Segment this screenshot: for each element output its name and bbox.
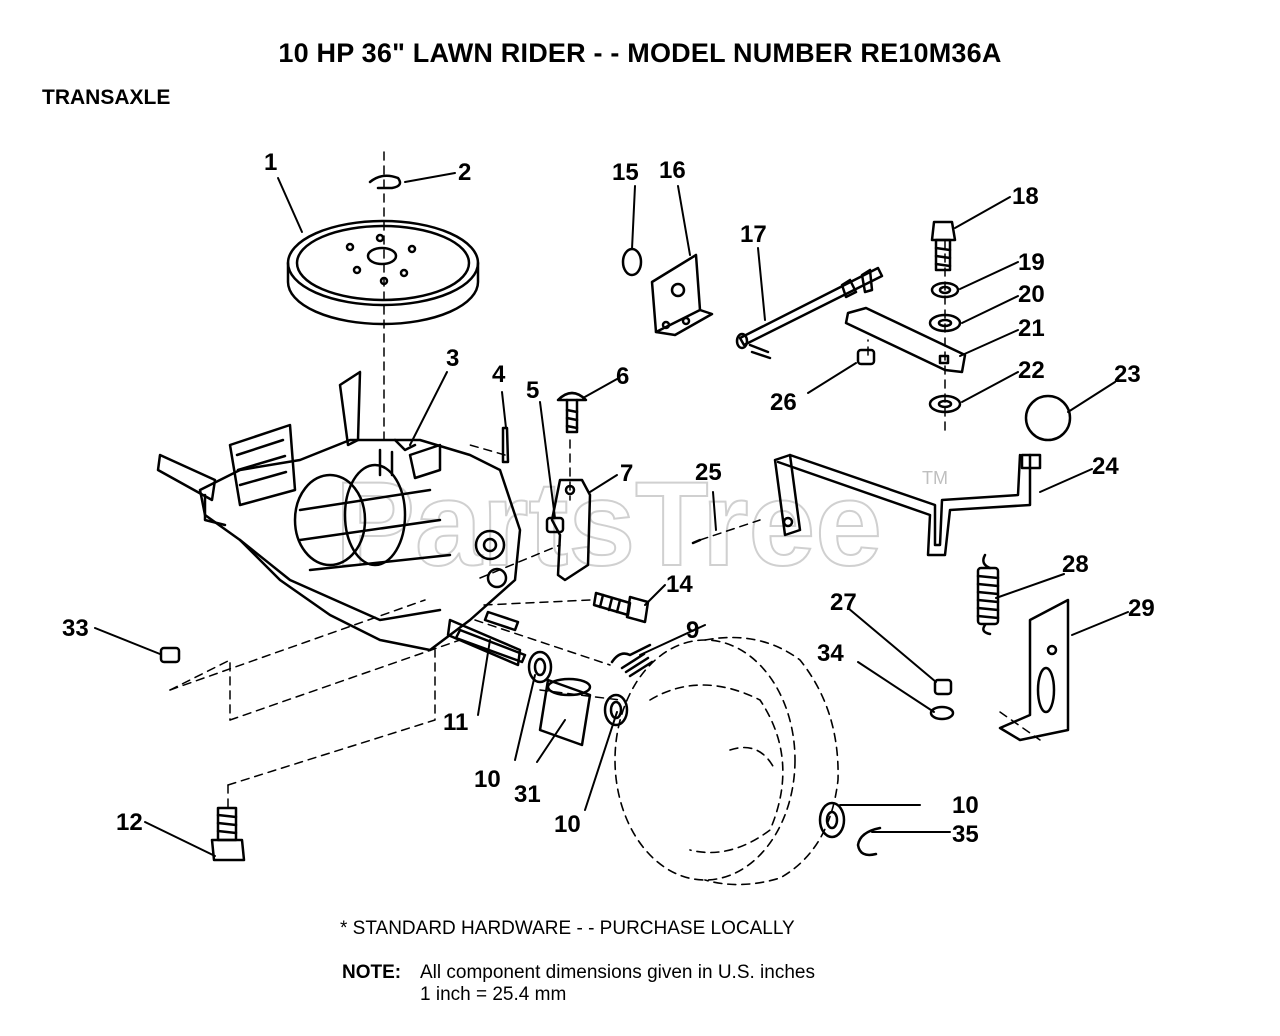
callout-21: 21 — [1018, 315, 1045, 342]
callout-4: 4 — [492, 361, 506, 388]
callout-12: 12 — [116, 809, 143, 836]
nut-left-part — [159, 646, 181, 664]
callout-15: 15 — [612, 159, 639, 186]
callout-28: 28 — [1062, 551, 1089, 578]
star-washer-part — [929, 705, 955, 721]
callout-10-c: 10 — [952, 792, 979, 819]
callout-14: 14 — [666, 571, 693, 598]
nut-small-part — [933, 678, 953, 696]
callout-26: 26 — [770, 389, 797, 416]
cotter-pin-part — [691, 538, 702, 545]
note-line-2: 1 inch = 25.4 mm — [420, 984, 567, 1005]
callout-33: 33 — [62, 615, 89, 642]
shift-lever-part — [773, 453, 1042, 557]
lock-nut-part — [856, 348, 876, 366]
hardware-note: * STANDARD HARDWARE - - PURCHASE LOCALLY — [340, 918, 795, 939]
callout-6: 6 — [616, 363, 629, 390]
callout-16: 16 — [659, 157, 686, 184]
callout-22: 22 — [1018, 357, 1045, 384]
carriage-bolt-part — [556, 391, 588, 434]
bolt-bottom-part — [210, 806, 246, 862]
washer-part-a — [527, 650, 553, 684]
callout-25: 25 — [695, 459, 722, 486]
callout-24: 24 — [1092, 453, 1119, 480]
spring-small-part — [610, 643, 654, 678]
section-title: TRANSAXLE — [42, 86, 171, 109]
transaxle-assembly — [156, 370, 522, 667]
callout-34: 34 — [817, 640, 844, 667]
mount-bracket-part — [650, 253, 714, 337]
callout-11: 11 — [443, 709, 468, 736]
control-rod-part — [735, 266, 884, 360]
note-label: NOTE: — [342, 962, 402, 983]
callout-3: 3 — [446, 345, 459, 372]
pulley-part — [286, 219, 480, 326]
wheel-outline — [614, 636, 839, 886]
callout-5: 5 — [526, 377, 539, 404]
callout-35: 35 — [952, 821, 979, 848]
washer-part-c — [818, 801, 846, 839]
link-plate-part — [844, 306, 967, 374]
callout-1: 1 — [264, 149, 277, 176]
callout-31: 31 — [514, 781, 541, 808]
knob-part — [1024, 394, 1072, 442]
callout-19: 19 — [1018, 249, 1045, 276]
spacer-tube-part — [538, 677, 592, 747]
callout-10-b: 10 — [554, 811, 581, 838]
note-line-1: All component dimensions given in U.S. i… — [420, 962, 815, 983]
assembly-lines — [169, 239, 1041, 809]
washer-top-part — [621, 247, 643, 277]
callout-29: 29 — [1128, 595, 1155, 622]
callout-18: 18 — [1012, 183, 1039, 210]
retaining-clip-part — [368, 174, 402, 190]
callout-9: 9 — [686, 617, 699, 644]
watermark-tm: TM — [922, 468, 948, 488]
callout-7: 7 — [620, 460, 633, 487]
mounting-plate-part — [998, 598, 1070, 742]
callout-10-a: 10 — [474, 766, 501, 793]
callout-17: 17 — [740, 221, 767, 248]
callout-labels: 1 2 3 4 5 6 7 9 10 10 10 11 12 14 15 16 … — [62, 149, 1155, 848]
page-title: 10 HP 36" LAWN RIDER - - MODEL NUMBER RE… — [278, 38, 1002, 68]
spring-large-part — [976, 553, 1000, 636]
callout-2: 2 — [458, 159, 471, 186]
leader-lines — [94, 172, 1129, 857]
callout-20: 20 — [1018, 281, 1045, 308]
shaft-part — [393, 438, 417, 452]
e-clip-part — [856, 826, 882, 857]
axle-key-part — [454, 610, 527, 664]
hex-cap-bolt-part — [930, 220, 957, 272]
callout-23: 23 — [1114, 361, 1141, 388]
callout-27: 27 — [830, 589, 857, 616]
hex-bolt-part — [592, 591, 650, 624]
